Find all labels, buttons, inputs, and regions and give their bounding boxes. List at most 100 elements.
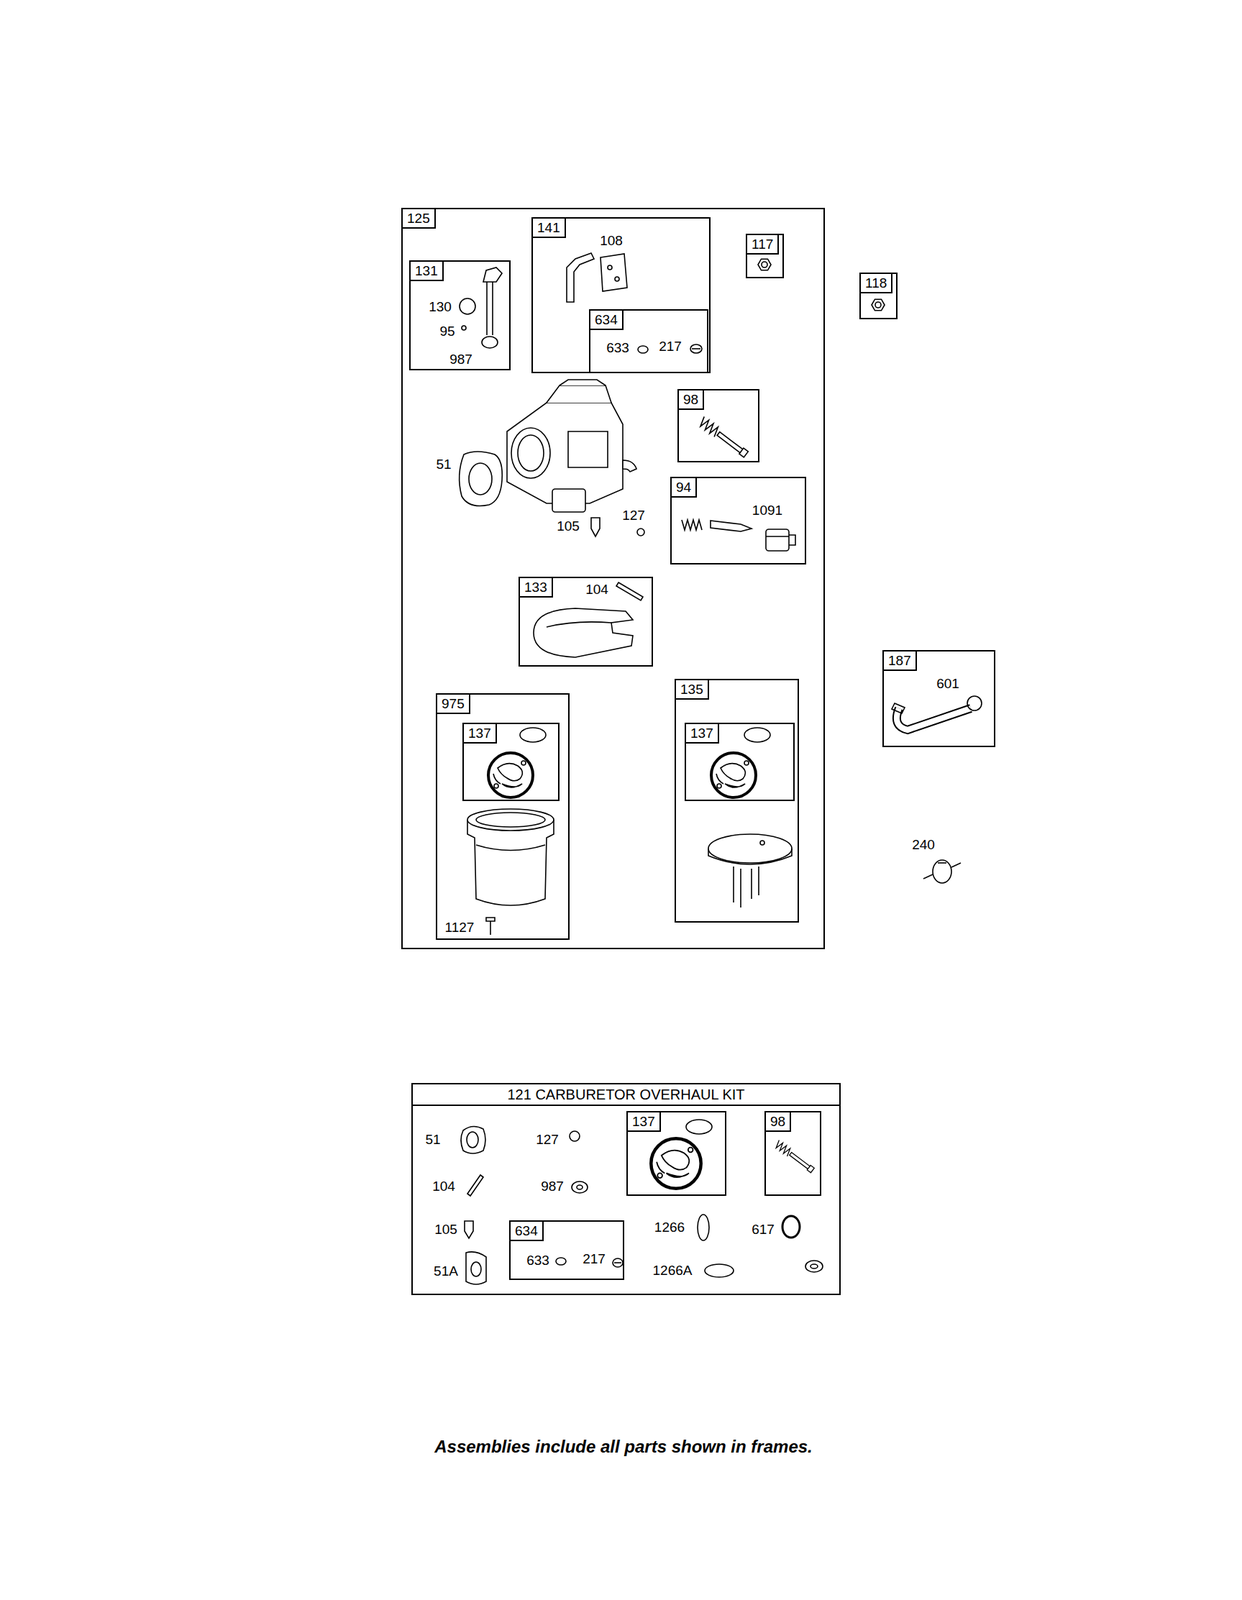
kit-parts [612, 1258, 623, 1268]
assembly-frame: 118 [859, 272, 898, 320]
main-jet-needle [710, 520, 752, 532]
bowl-gasket [519, 727, 546, 743]
throttle-shaft [481, 336, 498, 349]
kit-parts [464, 1221, 474, 1239]
seal-parts [691, 348, 701, 350]
carburetor-body [552, 489, 586, 513]
inlet-needle [591, 517, 600, 537]
kit-parts [697, 1214, 710, 1241]
o-ring [637, 528, 645, 536]
bowl-cover-plate [733, 866, 759, 908]
frame-number: 135 [676, 680, 710, 700]
fuel-pipe [967, 696, 982, 711]
assembly-frame: 187 [882, 650, 996, 748]
fuel-pipe [896, 708, 971, 730]
flange-gasket [459, 451, 503, 507]
carburetor-body [511, 427, 551, 479]
frame-number: 125 [402, 209, 436, 229]
carburetor-body [559, 379, 606, 386]
choke-lever [600, 253, 628, 292]
fuel-filter [923, 862, 961, 879]
kit-parts [555, 1257, 566, 1266]
kit-parts [466, 1131, 479, 1148]
kit-parts [788, 1151, 815, 1173]
bowl-gasket [711, 752, 756, 798]
callout-number: 217 [582, 1251, 606, 1268]
assembly-frame: 137135 [674, 678, 799, 923]
fuel-filter [932, 860, 952, 884]
callout-number: 108 [599, 233, 623, 249]
callout-number: 1091 [752, 502, 783, 519]
float-bowl [486, 917, 495, 935]
nut [871, 299, 885, 311]
carburetor-body [568, 431, 608, 468]
bowl-cover-plate [760, 840, 765, 846]
assembly-frame: 98 [677, 389, 760, 463]
callout-number: 105 [556, 518, 580, 535]
main-jet-needle [765, 535, 796, 546]
assembly-frame: 117 [745, 233, 784, 279]
bowl-gasket [488, 752, 533, 798]
kit-parts [571, 1181, 588, 1194]
frame-number: 137 [627, 1112, 661, 1132]
frame-number: 141 [532, 218, 566, 239]
assembly-frame: 137 [626, 1111, 727, 1196]
seal-parts [637, 345, 648, 354]
carburetor-body [507, 402, 623, 504]
callout-number: 1266 [654, 1219, 685, 1236]
fuel-pipe [896, 708, 971, 730]
callout-number: 104 [432, 1178, 456, 1195]
assembly-frame: 1316341411179894133137975137135125 [401, 207, 825, 950]
bowl-cover-plate [708, 834, 792, 908]
callout-number: 617 [751, 1221, 775, 1238]
frame-number: 117 [747, 235, 779, 255]
throttle-shaft [486, 281, 493, 336]
main-jet-needle [681, 519, 796, 551]
frame-number: 634 [510, 1221, 544, 1242]
fuel-filter [937, 862, 947, 864]
inlet-needle [591, 517, 600, 537]
kit-parts [460, 1119, 823, 1285]
frame-number: 975 [437, 694, 471, 715]
flange-gasket [468, 463, 492, 495]
assembly-frame: 94 [670, 476, 807, 565]
float-bowl [476, 845, 546, 851]
kit-parts [704, 1264, 734, 1278]
throttle-shaft [459, 298, 476, 315]
float [546, 622, 612, 628]
frame-number: 634 [590, 310, 624, 331]
callout-number: 217 [658, 338, 682, 355]
choke-lever [566, 253, 595, 303]
kit-parts [471, 1262, 482, 1277]
bowl-gasket [488, 727, 771, 798]
seal-parts [690, 344, 702, 354]
throttle-shaft [483, 267, 502, 282]
kit-parts [466, 1252, 487, 1285]
carburetor-body [507, 379, 637, 513]
idle-screw-spring [698, 416, 749, 458]
fuel-pipe [891, 703, 905, 714]
callout-number: 51 [435, 456, 451, 473]
assembly-frame: 137975 [435, 693, 570, 940]
frame-number: 98 [765, 1112, 792, 1132]
carburetor-body [546, 385, 612, 403]
carburetor-body [517, 435, 544, 472]
callout-number: 1266A [653, 1262, 693, 1279]
callout-number: 633 [526, 1252, 550, 1269]
bowl-cover-plate [708, 848, 792, 865]
choke-lever [614, 276, 620, 282]
bowl-cover-plate [708, 834, 792, 863]
kit-parts [686, 1119, 712, 1135]
float [616, 582, 643, 601]
kit-parts [782, 1216, 800, 1238]
callout-number: 127 [622, 507, 646, 524]
frame-number: 187 [883, 651, 917, 671]
throttle-shaft [459, 267, 502, 349]
callout-number: 104 [585, 581, 609, 598]
callout-number: 633 [606, 340, 630, 356]
callout-number: 601 [936, 676, 960, 692]
kit-parts [810, 1264, 818, 1269]
frame-number: 118 [860, 274, 893, 294]
kit-parts [774, 1140, 793, 1157]
